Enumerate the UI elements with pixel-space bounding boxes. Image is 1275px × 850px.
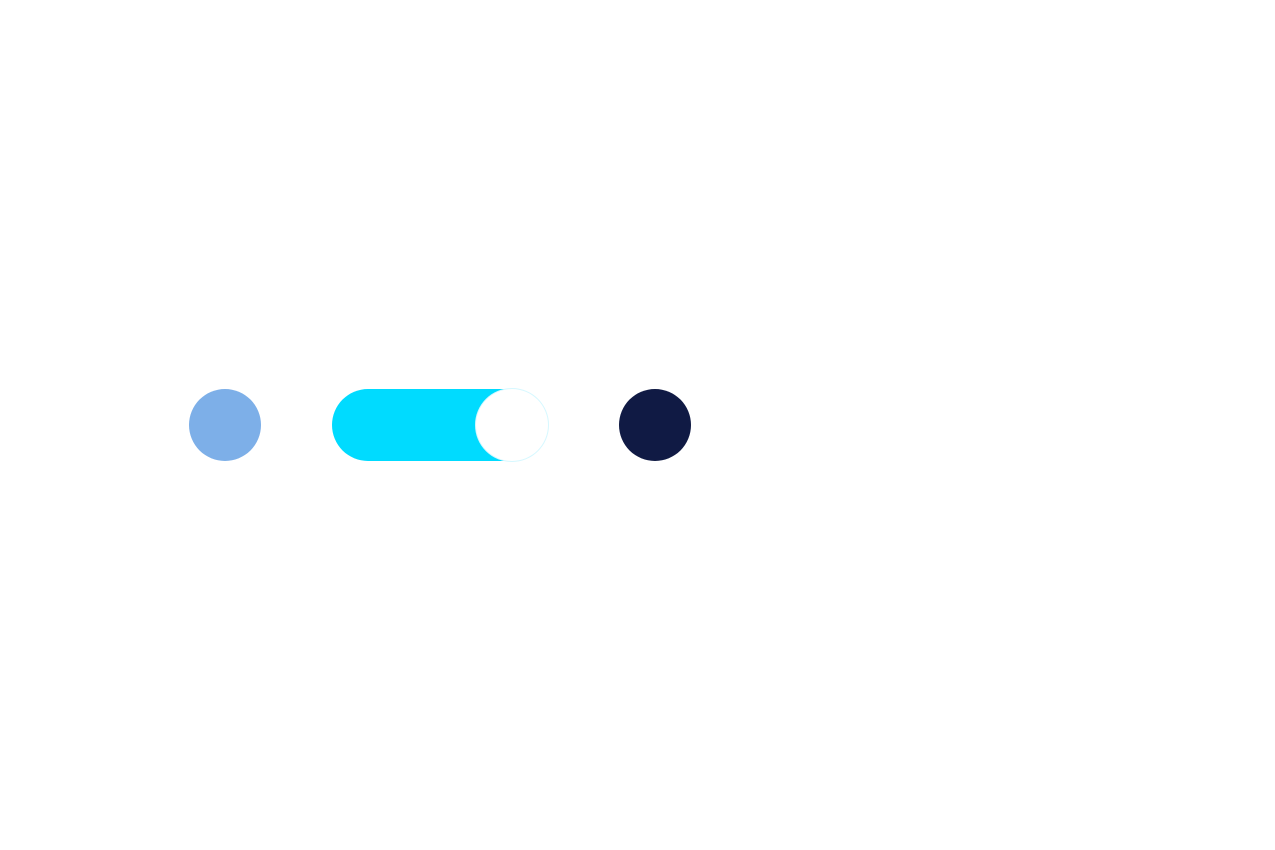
toggle-knob[interactable] xyxy=(476,389,548,461)
toggle-switch[interactable] xyxy=(332,389,548,461)
light-blue-dot xyxy=(189,389,261,461)
toggle-row xyxy=(189,389,691,461)
navy-dot xyxy=(619,389,691,461)
